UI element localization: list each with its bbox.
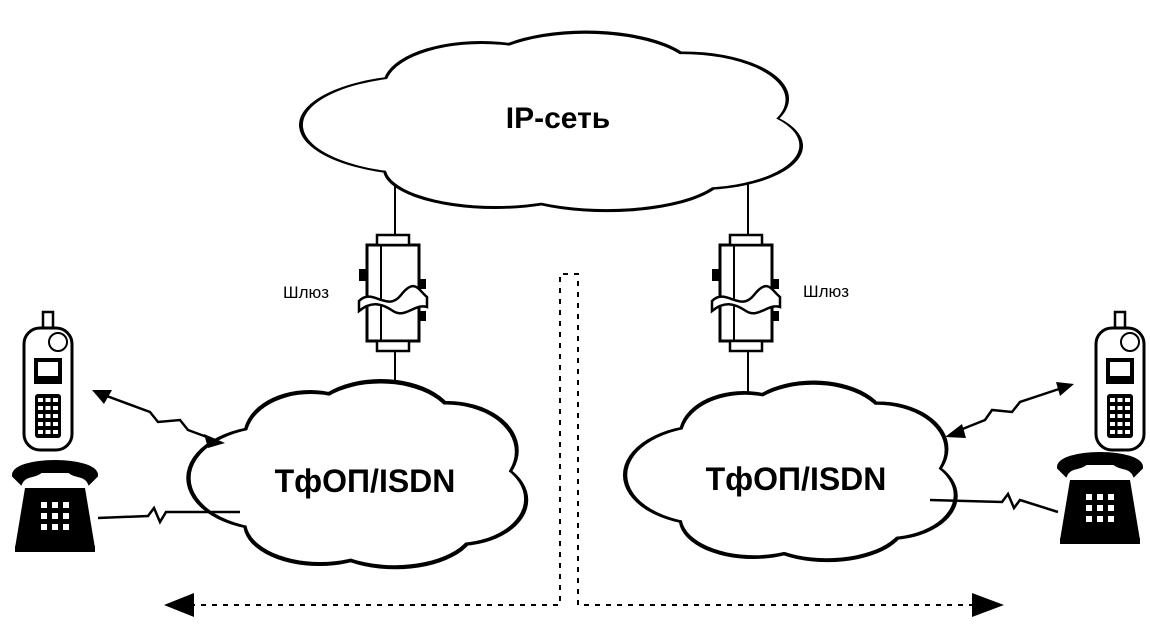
right-gateway-icon bbox=[710, 233, 782, 353]
right-wireless-link bbox=[954, 386, 1063, 434]
right-gateway-label: Шлюз bbox=[803, 282, 849, 301]
left-wireless-arrowhead-top bbox=[92, 390, 112, 404]
right-wireless-arrowhead-left bbox=[945, 424, 966, 438]
right-mobile-phone-icon bbox=[1094, 310, 1146, 452]
ip-cloud-label: IP-сеть bbox=[506, 102, 610, 135]
call-path-arrow-right bbox=[972, 593, 1004, 617]
left-mobile-phone-icon bbox=[22, 310, 74, 452]
left-wired-link bbox=[97, 505, 240, 525]
left-wireless-arrowhead-bottom bbox=[204, 434, 225, 448]
left-wireless-link bbox=[103, 393, 216, 442]
right-wired-link bbox=[929, 491, 1059, 514]
left-gateway-icon bbox=[357, 233, 429, 353]
left-desk-phone-icon bbox=[11, 460, 99, 553]
right-desk-phone-icon bbox=[1056, 452, 1144, 545]
call-path bbox=[190, 273, 972, 606]
left-gateway-label: Шлюз bbox=[283, 283, 329, 302]
right-cloud-label: ТфОП/ISDN bbox=[706, 461, 887, 497]
call-path-arrow-left bbox=[164, 593, 194, 617]
right-wireless-arrowhead-right bbox=[1056, 382, 1074, 396]
left-cloud-label: ТфОП/ISDN bbox=[275, 463, 456, 499]
